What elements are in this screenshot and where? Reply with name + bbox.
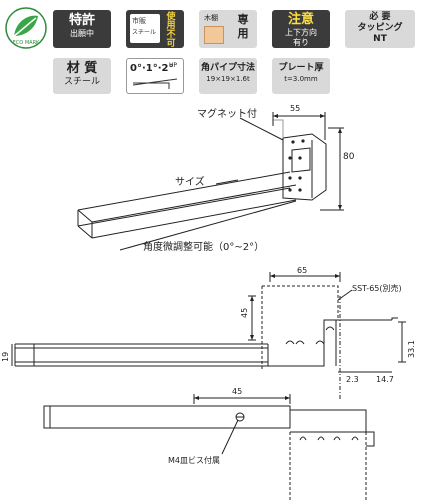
pipe-size-title: 角パイプ寸法 — [200, 63, 255, 73]
leaf-icon — [5, 7, 47, 49]
sst-label: SST-65(別売) — [352, 284, 402, 293]
pipe-size-badge: 角パイプ寸法 19×19×1.6t — [199, 58, 257, 94]
patent-subtitle: 出願中 — [70, 29, 94, 38]
not-usable-text: 使用不可 — [166, 12, 176, 49]
caution-line2: 有り — [293, 38, 309, 47]
tapping-line3: NT — [373, 34, 387, 44]
material-title: 材 質 — [66, 61, 98, 76]
material-box: 市販 スチール — [130, 14, 160, 43]
angle-adjust-label: 角度微調整可能（0°~2°） — [143, 242, 265, 253]
plate-thickness-title: プレート厚 — [278, 63, 324, 73]
top-view — [43, 405, 375, 500]
section-view — [14, 285, 398, 400]
bracket-holes — [288, 139, 305, 192]
material-box-bottom: スチール — [132, 29, 157, 36]
pipe-size-value: 19×19×1.6t — [206, 75, 250, 83]
angle-bracket-icon — [132, 78, 178, 89]
section-hooks — [285, 326, 335, 345]
size-leader — [215, 179, 239, 185]
wood-shelf-badge: 木棚 専用 — [199, 10, 257, 48]
caution-title: 注意 — [287, 12, 314, 27]
bar-perspective — [77, 171, 297, 239]
plate-thickness-badge: プレート厚 t=3.0mm — [272, 58, 330, 94]
dim-19: 19 — [1, 351, 10, 362]
bracket-plate — [282, 133, 327, 201]
dim-80: 80 — [343, 152, 355, 162]
eco-mark-text: ECO MARK — [12, 40, 40, 46]
angle-up: UP — [169, 62, 178, 69]
dim-2-3: 2.3 — [346, 375, 359, 384]
dim-45-vertical: 45 — [240, 307, 249, 318]
screw-label: M4皿ビス付属 — [168, 456, 220, 465]
caution-line1: 上下方向 — [285, 28, 317, 37]
dim-65: 65 — [297, 266, 308, 275]
magnet-label: マグネット付 — [197, 109, 257, 120]
sst-leader — [337, 289, 353, 301]
angle-badge: 0°·1°·2° UP — [126, 58, 184, 94]
tapping-line2: タッピング — [357, 23, 403, 33]
patent-title: 特許 — [68, 13, 95, 28]
plate-thickness-value: t=3.0mm — [284, 75, 318, 83]
dim-55: 55 — [290, 104, 301, 113]
material-box-top: 市販 — [132, 17, 146, 25]
angle-values: 0°·1°·2° — [130, 63, 174, 74]
size-label: サイズ — [175, 177, 205, 188]
not-usable-badge: 市販 スチール 使用不可 — [126, 10, 184, 48]
dim-33-1: 33.1 — [407, 340, 416, 358]
wood-label: 木棚 — [204, 14, 218, 22]
material-value: スチール — [63, 77, 100, 87]
dedicated-text: 専用 — [237, 13, 249, 40]
caution-badge: 注意 上下方向 有り — [272, 10, 330, 48]
magnet-leader — [239, 117, 284, 141]
dim-45-top: 45 — [232, 387, 243, 396]
arrowheads — [194, 114, 342, 400]
eco-mark-logo: ECO MARK — [4, 6, 48, 50]
angle-leader — [119, 200, 297, 251]
material-badge: 材 質 スチール — [53, 58, 111, 94]
dim-14-7: 14.7 — [376, 375, 394, 384]
wood-swatch — [204, 26, 224, 44]
tapping-badge: 必 要 タッピング NT — [345, 10, 415, 48]
screw-leader — [221, 419, 239, 455]
tapping-line1: 必 要 — [369, 12, 391, 22]
patent-badge: 特許 出願中 — [53, 10, 111, 48]
